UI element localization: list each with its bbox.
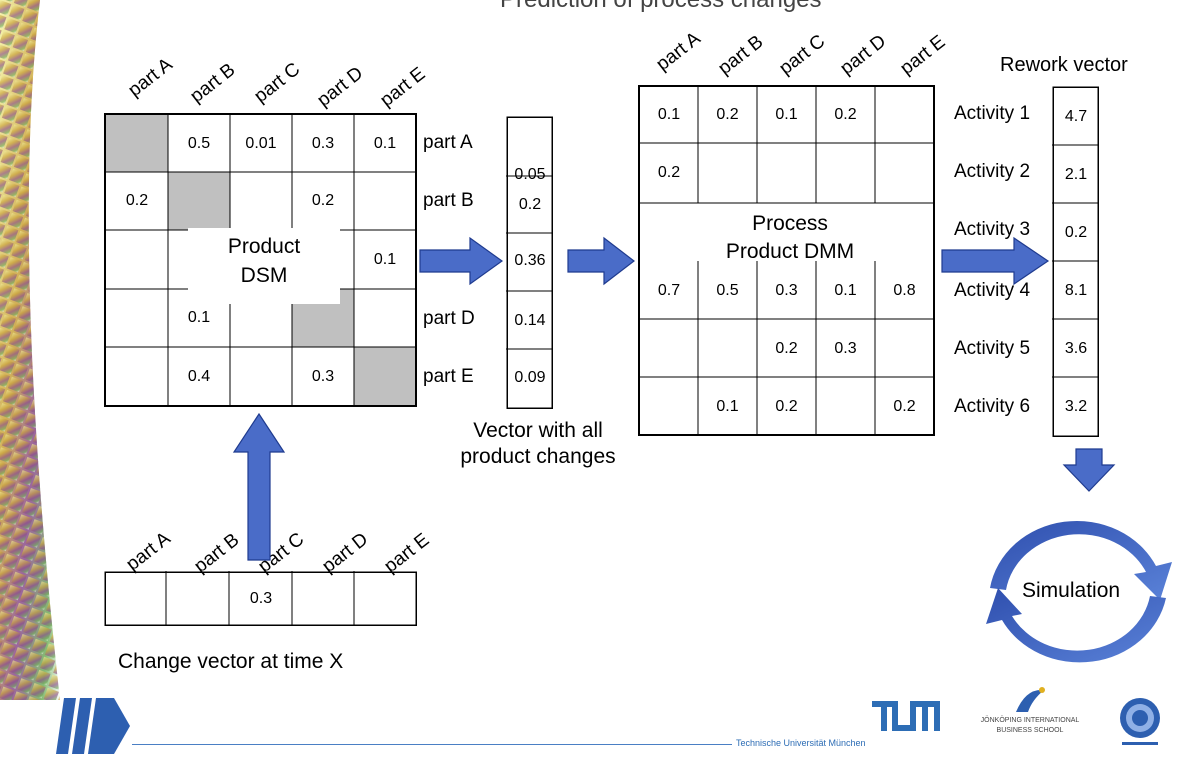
activity-label: Activity 6: [954, 396, 1031, 417]
dsm-cell: 0.3: [311, 134, 335, 152]
arrow-dmm-to-rework: [941, 236, 1050, 286]
change-col-header: part A: [122, 528, 175, 576]
dmm-cell: 0.1: [834, 282, 857, 299]
product-vector-caption-line2: product changes: [460, 445, 616, 468]
activity-label: Activity 5: [954, 338, 1031, 359]
dsm-diag-cell: [106, 115, 168, 172]
arrow-vector-to-dmm: [567, 236, 635, 286]
dmm-cell: 0.2: [716, 106, 739, 123]
product-vector-cell: 0.2: [518, 196, 542, 213]
dsm-label-line1: Product: [227, 235, 301, 258]
dmm-label-line1: Process: [752, 212, 828, 235]
dsm-label-box: Product DSM: [188, 228, 340, 304]
simulation-cycle: [986, 520, 1172, 663]
rework-cell: 2.1: [1064, 166, 1088, 183]
product-vector-caption: Vector with all product changes: [438, 418, 638, 470]
product-vector-cell: 0.14: [514, 312, 546, 329]
footer-tum-text: Technische Universität München: [736, 738, 866, 748]
dsm-row-label: part A: [423, 132, 473, 153]
rework-cell: 3.6: [1064, 340, 1088, 357]
dsm-diag-cell: [354, 347, 416, 406]
dsm-col-header: part D: [313, 62, 368, 112]
dsm-cell: 0.3: [311, 367, 335, 385]
dmm-cell: 0.1: [716, 398, 739, 415]
dmm-cell: 0.8: [893, 282, 916, 299]
change-vector-grid: [104, 571, 417, 626]
dmm-cell: 0.1: [775, 106, 798, 123]
dmm-col-header: part B: [714, 31, 768, 80]
dsm-cell: 0.5: [187, 134, 211, 152]
dmm-cell: 0.2: [775, 340, 798, 357]
dmm-cell: 0.5: [716, 282, 739, 299]
dsm-cell: 0.2: [311, 192, 335, 209]
rework-cell: 0.2: [1064, 224, 1088, 241]
rework-cell: 3.2: [1064, 398, 1088, 415]
dmm-cell: 0.2: [893, 398, 916, 415]
dmm-label: Process Product DMM: [680, 210, 900, 266]
dsm-cell: 0.4: [187, 367, 211, 385]
dmm-col-header: part D: [836, 30, 891, 80]
rework-cell: 4.7: [1064, 108, 1088, 125]
dmm-cell: 0.3: [834, 340, 857, 357]
cycle-arc-bottom: [986, 588, 1166, 663]
decorative-banner: [0, 0, 60, 700]
activity-label: Activity 4: [954, 280, 1031, 301]
dsm-col-header: part B: [186, 59, 240, 108]
dmm-cell: 0.2: [775, 398, 798, 415]
dmm-cell: 0.2: [657, 164, 681, 181]
dsm-cell: 0.2: [125, 192, 149, 209]
ipd-logo: [56, 698, 130, 754]
rework-title: Rework vector: [1000, 54, 1128, 76]
rework-vector-grid: [1052, 86, 1099, 437]
dmm-cell: 0.3: [775, 282, 798, 299]
change-vector-caption: Change vector at time X: [118, 650, 344, 673]
dsm-cell: 0.1: [373, 134, 397, 152]
dmm-label-line2: Product DMM: [725, 240, 855, 263]
activity-label: Activity 1: [954, 103, 1031, 124]
dmm-cell: 0.1: [657, 106, 681, 123]
product-vector-cell: 0.36: [514, 252, 546, 269]
footer-line: [132, 744, 732, 745]
activity-label: Activity 2: [954, 161, 1031, 182]
dsm-row-label: part E: [423, 366, 474, 387]
dsm-cell: 0.1: [187, 309, 211, 326]
activity-label: Activity 3: [954, 219, 1031, 240]
rework-cell: 8.1: [1064, 282, 1088, 299]
jibs-line1: JÖNKÖPING INTERNATIONAL: [980, 717, 1080, 724]
dsm-diag-cell: [168, 172, 230, 230]
dsm-col-header: part C: [250, 58, 305, 108]
arrow-up: [232, 412, 286, 561]
product-vector-grid: [506, 116, 553, 409]
slide-title: Prediction of process changes: [500, 0, 822, 14]
arrow-down: [1062, 448, 1116, 492]
dsm-row-label: part B: [423, 190, 474, 211]
dmm-cell: 0.2: [834, 106, 857, 123]
change-vector-cell: 0.3: [249, 590, 273, 607]
dsm-col-header: part A: [124, 54, 177, 102]
dsm-row-label: part D: [423, 308, 475, 329]
dsm-cell: 0.01: [245, 134, 277, 152]
dmm-col-header: part C: [775, 30, 830, 80]
cycle-arc-top: [990, 520, 1172, 600]
dsm-col-header: part E: [376, 63, 430, 112]
jibs-logo-icon: [1016, 687, 1045, 712]
simulation-label: Simulation: [1022, 579, 1121, 602]
dmm-col-header: part E: [896, 31, 950, 80]
jibs-text: JÖNKÖPING INTERNATIONAL BUSINESS SCHOOL: [958, 716, 1102, 736]
dmm-grid: [638, 85, 935, 436]
tum-logo: [872, 701, 940, 731]
university-seal-logo: [1120, 698, 1160, 745]
product-vector-cell: 0.05: [514, 166, 546, 183]
arrow-dsm-to-vector: [419, 236, 504, 286]
dsm-cell: 0.1: [373, 250, 397, 268]
jibs-line2: BUSINESS SCHOOL: [996, 727, 1064, 734]
dsm-label-line2: DSM: [240, 264, 288, 287]
product-vector-cell: 0.09: [514, 369, 546, 386]
product-vector-caption-line1: Vector with all: [473, 419, 603, 442]
dmm-cell: 0.7: [657, 282, 681, 299]
dmm-col-header: part A: [652, 28, 705, 76]
